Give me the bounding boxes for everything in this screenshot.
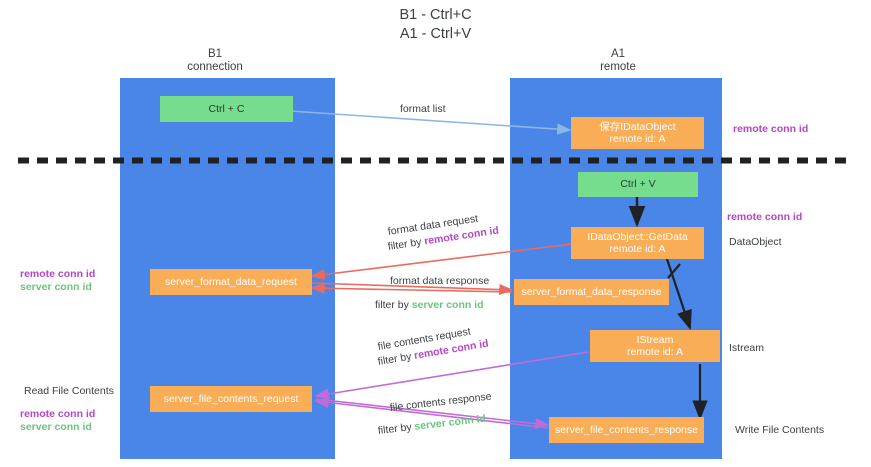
box-save-idataobject[interactable]: 保存IDataObject remote id: A xyxy=(571,117,704,149)
edge-label-file-contents-response-filter-prefix: filter by xyxy=(377,420,416,437)
box-idataobject-getdata[interactable]: IDataObject::GetData remote id: A xyxy=(571,227,704,259)
box-save-idataobject-line1: 保存IDataObject xyxy=(599,120,676,133)
diagram-title: B1 - Ctrl+C A1 - Ctrl+V xyxy=(0,6,871,44)
edge-label-format-data-response-filter-value: server conn id xyxy=(411,299,484,311)
box-server-format-data-response-label: server_format_data_response xyxy=(521,285,662,298)
column-header-right-role: remote xyxy=(600,61,636,73)
box-idataobject-getdata-line2: remote id: A xyxy=(609,243,666,255)
side-label-right-remote-conn-id-top: remote conn id xyxy=(733,123,809,135)
box-ctrl-c-label: Ctrl + C xyxy=(208,102,245,115)
box-istream-line1: IStream xyxy=(636,333,674,346)
edge-label-format-data-response-filter-prefix: filter by xyxy=(375,299,412,311)
box-server-file-contents-request[interactable]: server_file_contents_request xyxy=(150,386,312,412)
diagram-title-line-1: B1 - Ctrl+C xyxy=(399,7,472,23)
arrow-format-data-response-to-request xyxy=(310,282,513,294)
side-label-right-istream: Istream xyxy=(729,342,765,354)
side-label-right-remote-conn-id-mid: remote conn id xyxy=(727,211,803,223)
diagram-title-line-2: A1 - Ctrl+V xyxy=(399,26,472,42)
box-server-file-contents-request-label: server_file_contents_request xyxy=(163,392,299,405)
box-server-file-contents-response[interactable]: server_file_contents_response xyxy=(549,417,704,443)
side-label-left-server-conn-id-bottom: server conn id xyxy=(20,421,92,433)
side-label-right-write-file-contents: Write File Contents xyxy=(735,424,825,436)
column-header-left-name: B1 xyxy=(207,48,223,60)
box-server-format-data-response[interactable]: server_format_data_response xyxy=(514,279,669,305)
edge-label-file-contents-response: file contents response xyxy=(389,390,493,414)
box-istream-line2: remote id: A xyxy=(626,346,684,358)
edge-label-file-contents-response-filter-value: server conn id xyxy=(413,412,487,433)
edge-label-format-data-response: format data response xyxy=(390,275,490,287)
column-header-right: A1 remote xyxy=(558,48,678,74)
side-label-left-remote-conn-id-bottom: remote conn id xyxy=(20,408,96,420)
column-header-left-role: connection xyxy=(187,61,243,73)
box-ctrl-c[interactable]: Ctrl + C xyxy=(160,96,293,122)
box-server-format-data-request[interactable]: server_format_data_request xyxy=(150,269,312,295)
column-header-left: B1 connection xyxy=(155,48,275,74)
box-ctrl-v[interactable]: Ctrl + V xyxy=(578,172,698,197)
edge-label-format-data-response-filter: filter by server conn id xyxy=(375,299,484,312)
box-server-format-data-request-label: server_format_data_request xyxy=(165,275,297,288)
edge-label-file-contents-response-filter: filter by server conn id xyxy=(377,413,486,438)
box-istream[interactable]: IStream remote id: A xyxy=(590,330,720,362)
edge-label-format-list: format list xyxy=(400,103,446,115)
side-label-left-remote-conn-id-mid: remote conn id xyxy=(20,268,96,280)
box-server-file-contents-response-label: server_file_contents_response xyxy=(554,423,698,436)
box-idataobject-getdata-line1: IDataObject::GetData xyxy=(587,230,688,243)
box-ctrl-v-label: Ctrl + V xyxy=(620,178,656,191)
box-save-idataobject-line2: remote id: A xyxy=(609,133,666,145)
column-header-right-name: A1 xyxy=(610,48,626,60)
side-label-right-dataobject: DataObject xyxy=(729,236,782,248)
side-label-left-read-file-contents: Read File Contents xyxy=(24,385,114,397)
side-label-left-server-conn-id-mid: server conn id xyxy=(20,281,92,293)
